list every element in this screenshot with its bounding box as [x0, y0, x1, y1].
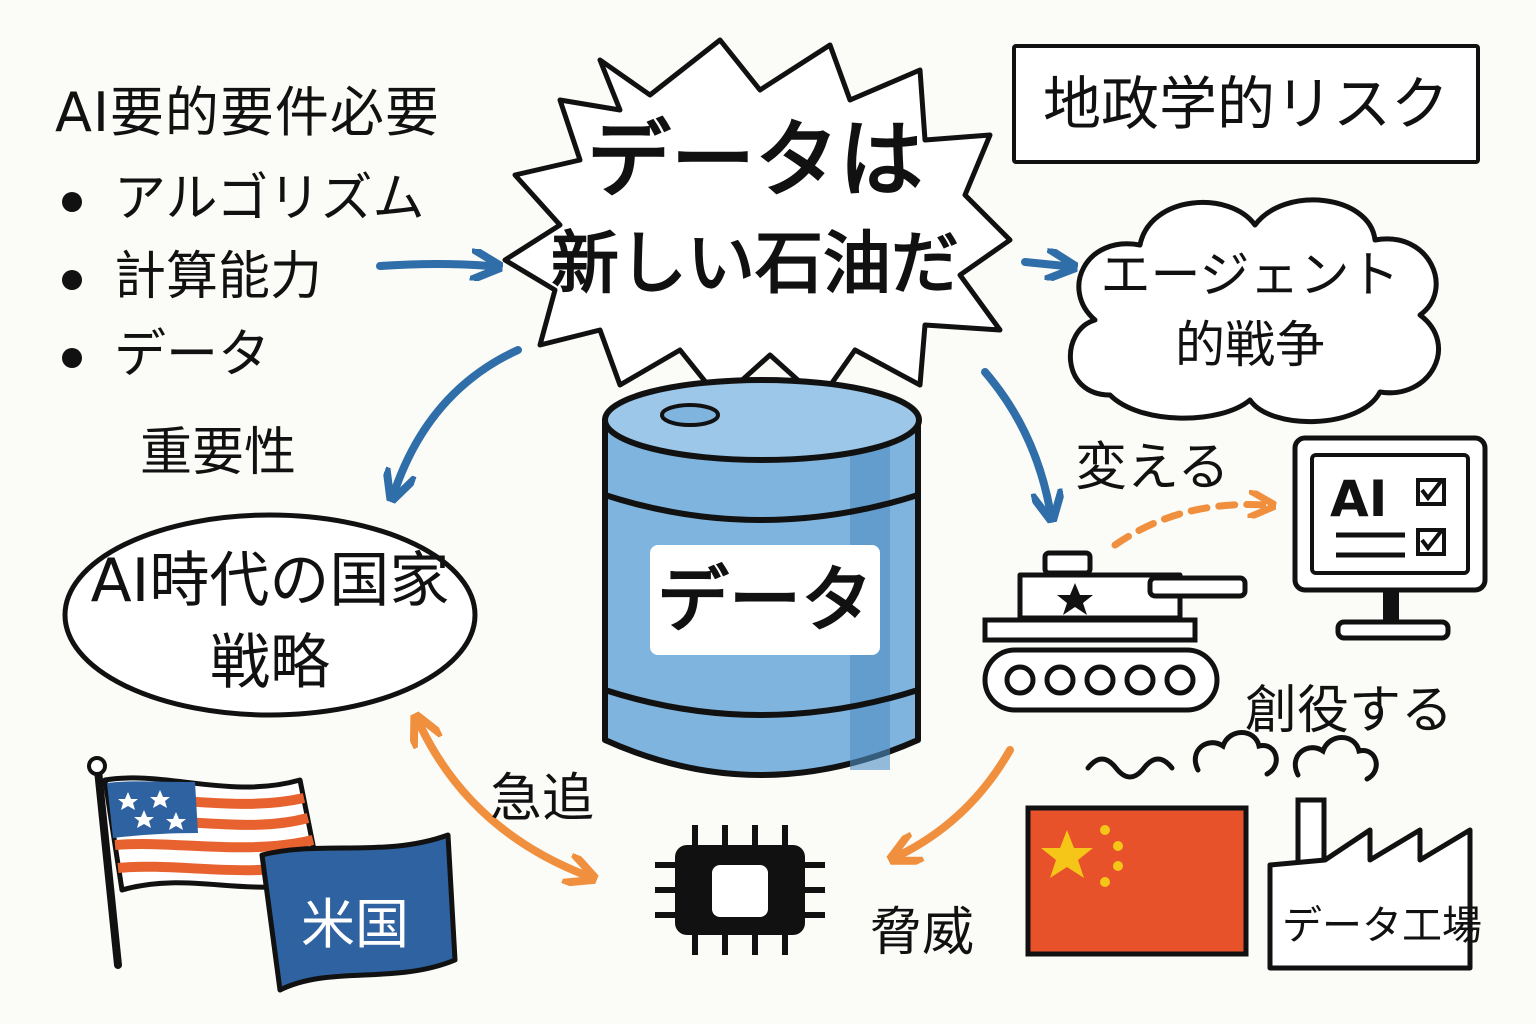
requirements-title: AI要的要件必要 [55, 81, 440, 144]
arrow-title-to-cloud [1021, 262, 1065, 266]
importance-label: 重要性 [140, 423, 297, 483]
create-label: 創役する [1245, 681, 1454, 741]
requirements-list: アルゴリズム 計算能力 データ [62, 160, 424, 394]
chase-label: 急追 [490, 769, 595, 829]
national-strategy-label: AI時代の国家戦略 [90, 546, 450, 698]
requirement-algorithm: アルゴリズム [114, 169, 425, 229]
arrow-requirements-to-title [376, 264, 490, 266]
bullet-icon [62, 192, 82, 212]
requirement-compute: 計算能力 [114, 247, 323, 307]
central-title: データは 新しい石油だ [520, 110, 990, 320]
agentic-warfare-label: エージェント的戦争 [1100, 246, 1400, 374]
requirement-data: データ [114, 325, 271, 385]
bullet-icon [62, 270, 82, 290]
us-flag-label: 米国 [301, 893, 409, 956]
list-item: アルゴリズム [62, 160, 424, 238]
geopolitical-risk-box: 地政学的リスク [1012, 44, 1480, 164]
arrow-strategy-chip [420, 725, 585, 875]
monitor-icon [1292, 435, 1488, 641]
threat-label: 脅威 [870, 903, 975, 963]
china-flag-icon [1025, 805, 1249, 957]
chip-icon [655, 825, 825, 955]
central-title-line2: 新しい石油だ [550, 225, 959, 304]
cloud-shape [1067, 197, 1441, 425]
barrel-data-label: データ [650, 545, 880, 655]
factory-icon [1267, 797, 1473, 971]
starburst-shape [502, 37, 1013, 403]
list-item: 計算能力 [62, 238, 424, 316]
central-title-line1: データは [586, 111, 923, 209]
monitor-ai-label: AI [1330, 470, 1388, 528]
tank-icon [982, 550, 1248, 713]
smoke-icon [1085, 730, 1379, 782]
arrow-tank-to-monitor [1111, 505, 1265, 549]
change-label: 変える [1075, 438, 1230, 498]
list-item: データ [62, 316, 424, 394]
arrow-title-to-strategy [395, 346, 522, 490]
us-flag-icon [87, 756, 458, 993]
arrow-tank-to-chip [900, 746, 1014, 855]
arrow-title-to-tank [981, 368, 1050, 510]
strategy-ellipse [62, 512, 478, 718]
data-factory-label: データ工場 [1282, 903, 1482, 949]
bullet-icon [62, 348, 82, 368]
